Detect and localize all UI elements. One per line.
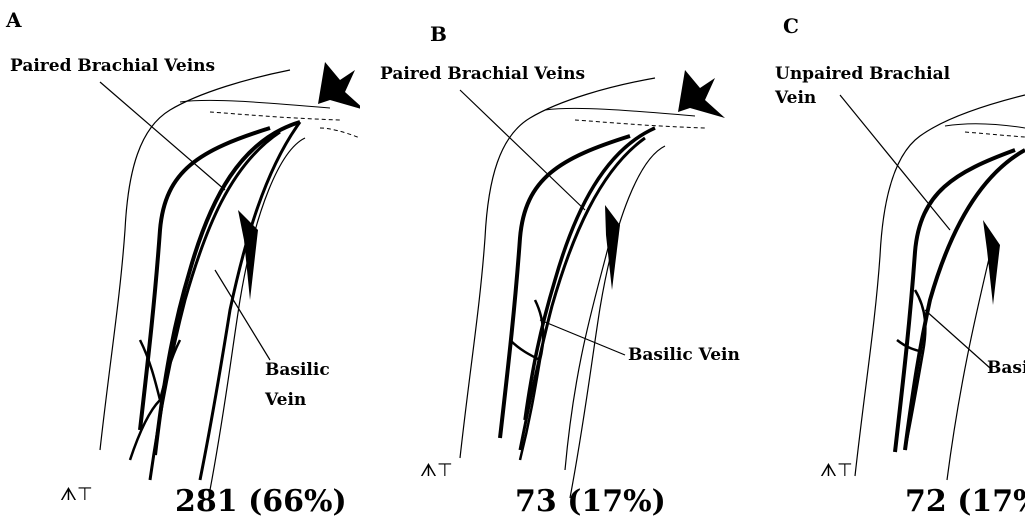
artist-signature: ᗑ⊤: [420, 460, 453, 481]
panel-letter: C: [783, 14, 799, 38]
panel-letter: B: [430, 22, 447, 46]
count-label: 72 (17%: [905, 484, 1025, 519]
arm-illustration-a: [0, 0, 360, 523]
label-paired-brachial-veins: Paired Brachial Veins: [380, 62, 585, 86]
label-paired-brachial-veins: Paired Brachial Veins: [10, 54, 215, 78]
panel-a: A Paired Brachial Veins Basilic Vein ᗑ⊤ …: [0, 0, 360, 523]
panel-letter: A: [6, 8, 22, 32]
label-unpaired-brachial-line2: Vein: [775, 86, 816, 110]
label-unpaired-brachial-line1: Unpaired Brachial: [775, 62, 950, 86]
label-basilic-vein: Basilic Vein: [628, 343, 740, 367]
label-basilic-vein: Basi: [987, 356, 1025, 380]
artist-signature: ᗑ⊤: [60, 484, 93, 505]
label-basilic-line1: Basilic: [265, 358, 330, 382]
panel-c: C Unpaired Brachial Vein Basi ᗑ⊤ 72 (17%: [755, 0, 1025, 523]
count-label: 73 (17%): [515, 484, 666, 519]
panel-b: B Paired Brachial Veins Basilic Vein ᗑ⊤ …: [360, 0, 755, 523]
count-label: 281 (66%): [175, 484, 347, 519]
label-basilic-line2: Vein: [265, 388, 306, 412]
artist-signature: ᗑ⊤: [820, 460, 853, 481]
